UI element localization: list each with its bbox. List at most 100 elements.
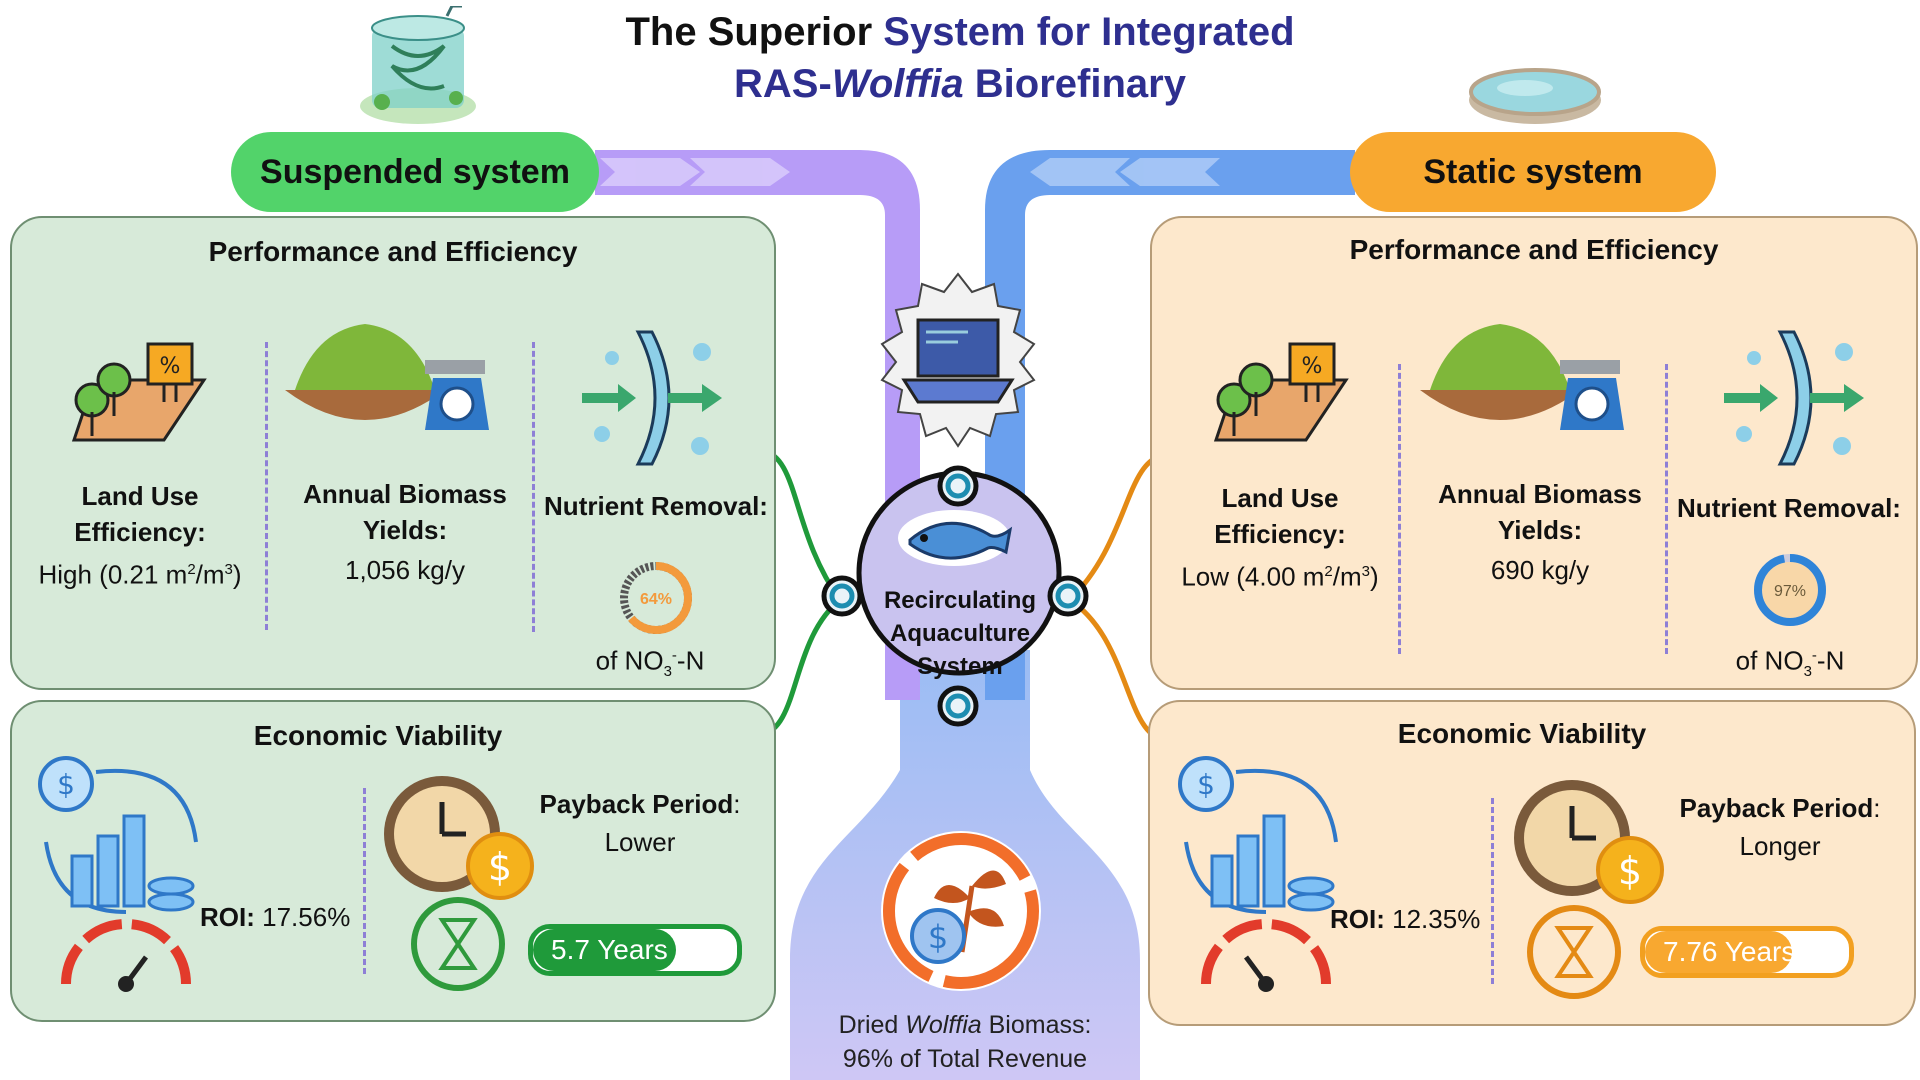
left-land-use-label: Land Use Efficiency: bbox=[10, 478, 270, 550]
right-biomass-value: 690 kg/y bbox=[1490, 555, 1590, 585]
right-land-use-icon: % bbox=[1213, 342, 1349, 442]
left-biomass-label-2: Yields: bbox=[362, 515, 448, 545]
svg-text:$: $ bbox=[1197, 768, 1215, 801]
left-nutrient-arc bbox=[620, 562, 692, 634]
right-no-end: -N bbox=[1816, 645, 1845, 676]
right-biomass-label-2: Yields: bbox=[1497, 515, 1583, 545]
right-no-sup: - bbox=[1811, 647, 1817, 664]
left-payback-label: Payback Period: bbox=[530, 786, 750, 822]
right-nutrient-arc bbox=[1754, 554, 1826, 626]
left-roi-label: ROI: bbox=[200, 902, 255, 932]
right-nutrient-percent: 97% bbox=[1774, 583, 1806, 600]
left-nutrient-filter-icon bbox=[582, 330, 722, 466]
left-no-sup: - bbox=[671, 647, 677, 664]
static-system-label: Static system bbox=[1423, 152, 1643, 191]
right-nutrient-of: of NO3--N bbox=[1700, 638, 1880, 690]
svg-text:$: $ bbox=[928, 918, 948, 956]
left-biomass-scale-icon bbox=[285, 324, 489, 430]
left-divider-2 bbox=[532, 342, 535, 632]
bottom-revenue-label: Dried Wolffia Biomass: 96% of Total Reve… bbox=[790, 1008, 1140, 1076]
right-payback-label: Payback Period: bbox=[1670, 790, 1890, 826]
left-land-use-word: High bbox=[38, 559, 92, 590]
suspended-system-label: Suspended system bbox=[260, 152, 570, 191]
right-roi-value: 12.35% bbox=[1392, 904, 1481, 934]
left-divider-1 bbox=[265, 342, 268, 630]
right-land-use-sup1: 2 bbox=[1324, 563, 1333, 580]
right-land-use-label: Land Use Efficiency: bbox=[1150, 480, 1410, 552]
bottom-label-suffix: Biomass: bbox=[988, 1011, 1092, 1039]
left-clock-hourglass-icon: $ bbox=[384, 776, 534, 991]
right-land-use-value: Low (4.00 m2/m3) bbox=[1145, 554, 1415, 595]
right-payback-bar: 7.76 Years bbox=[1640, 926, 1854, 978]
title-line2-prefix: RAS- bbox=[734, 62, 832, 106]
left-payback-label-text: Payback Period bbox=[539, 789, 734, 819]
title-part-3: for Integrated bbox=[1036, 10, 1295, 54]
left-biomass-label: Annual Biomass Yields: bbox=[290, 476, 520, 548]
bottom-label-italic: Wolffia bbox=[905, 1011, 982, 1039]
left-roi-chart-icon: $ bbox=[38, 756, 198, 992]
right-biomass-label-1: Annual Biomass bbox=[1438, 479, 1642, 509]
right-land-use-word: Low bbox=[1181, 561, 1230, 592]
svg-text:$: $ bbox=[57, 768, 75, 801]
right-roi-text: ROI: 12.35% bbox=[1330, 904, 1480, 935]
left-no-sub: 3 bbox=[663, 662, 672, 680]
left-performance-title: Performance and Efficiency bbox=[208, 236, 578, 267]
left-land-use-end: ) bbox=[232, 559, 242, 590]
title-part-1: The Superior bbox=[625, 10, 873, 54]
left-biomass-label-1: Annual Biomass bbox=[303, 479, 507, 509]
right-nutrient-label: Nutrient Removal: bbox=[1677, 493, 1901, 523]
right-nutrient-donut: 97% bbox=[1754, 554, 1826, 626]
svg-text:$: $ bbox=[1618, 849, 1642, 893]
left-land-use-sup2: 3 bbox=[224, 561, 233, 578]
left-divider-3 bbox=[363, 788, 366, 974]
right-land-use-mid: /m bbox=[1332, 561, 1362, 592]
fish-icon bbox=[908, 521, 1013, 560]
right-nutrient-filter-icon bbox=[1724, 330, 1864, 466]
left-land-use-mid: /m bbox=[195, 559, 225, 590]
svg-text:$: $ bbox=[488, 845, 512, 889]
bottom-label-prefix: Dried bbox=[838, 1011, 899, 1039]
ras-hub-label: Recirculating Aquaculture System bbox=[883, 587, 1037, 680]
left-roi-text: ROI: 17.56% bbox=[200, 902, 350, 933]
left-economic-title: Economic Viability bbox=[253, 720, 503, 751]
left-land-use-num: (0.21 m bbox=[99, 559, 188, 590]
circular-pond-icon bbox=[1469, 68, 1601, 124]
ras-hub-circle bbox=[856, 470, 1062, 676]
right-roi-chart-icon: $ bbox=[1178, 756, 1338, 992]
right-roi-label: ROI: bbox=[1330, 904, 1385, 934]
right-divider-1 bbox=[1398, 364, 1401, 654]
bottom-label-line2: 96% of Total Revenue bbox=[842, 1045, 1088, 1073]
suspended-system-pill: Suspended system bbox=[231, 132, 599, 212]
left-payback-bar: 5.7 Years bbox=[528, 924, 742, 976]
left-payback-fill bbox=[533, 929, 676, 971]
left-payback-value: Lower bbox=[604, 827, 676, 857]
page-title: The Superior System for Integrated RAS-W… bbox=[0, 6, 1920, 110]
right-divider-2 bbox=[1665, 364, 1668, 654]
right-payback-label-text: Payback Period bbox=[1679, 793, 1874, 823]
right-payback-fill bbox=[1645, 931, 1792, 973]
bioreactor-tank-icon bbox=[360, 6, 476, 124]
right-land-use-sup2: 3 bbox=[1361, 563, 1370, 580]
left-nutrient-of: of NO3--N bbox=[560, 638, 740, 690]
left-land-use-value: High (0.21 m2/m3) bbox=[10, 552, 270, 593]
money-plant-icon: $ bbox=[881, 831, 1041, 991]
left-nutrient-donut: 64% bbox=[620, 562, 692, 634]
left-biomass-value: 1,056 kg/y bbox=[345, 555, 465, 585]
right-land-use-num: (4.00 m bbox=[1236, 561, 1325, 592]
left-payback-years: 5.7 Years bbox=[551, 934, 668, 965]
right-divider-3 bbox=[1491, 798, 1494, 984]
right-biomass-label: Annual Biomass Yields: bbox=[1425, 476, 1655, 548]
right-land-use-end: ) bbox=[1370, 561, 1379, 592]
svg-text:%: % bbox=[1302, 354, 1323, 379]
title-part-2: System bbox=[883, 10, 1026, 54]
laptop-gear-icon bbox=[880, 272, 1036, 448]
title-line2-suffix: Biorefinary bbox=[974, 62, 1186, 106]
left-nutrient-percent: 64% bbox=[640, 591, 672, 608]
left-roi-value: 17.56% bbox=[262, 902, 351, 932]
left-no-end: -N bbox=[676, 645, 705, 676]
svg-text:%: % bbox=[160, 354, 181, 379]
right-biomass-scale-icon bbox=[1420, 324, 1624, 430]
right-economic-title: Economic Viability bbox=[1397, 718, 1647, 749]
right-performance-title: Performance and Efficiency bbox=[1349, 234, 1719, 265]
